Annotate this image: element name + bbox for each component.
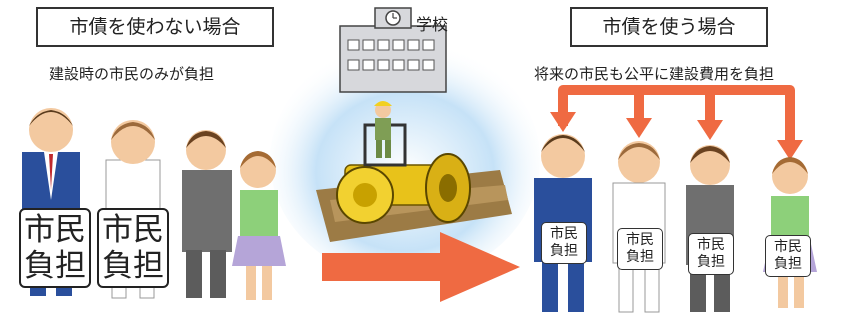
arrow-head-2 xyxy=(626,118,652,138)
person-girl-right xyxy=(763,157,817,308)
sign-bottom-text: 負担 xyxy=(774,256,802,272)
left-caption: 建設時の市民のみが負担 xyxy=(49,65,215,83)
distribution-arrows xyxy=(558,85,795,150)
sign-bottom-text: 負担 xyxy=(697,254,725,270)
left-title-box: 市債を使わない場合 xyxy=(36,7,274,47)
sign-top-text: 市民 xyxy=(550,226,578,242)
right-caption: 将来の市民も公平に建設費用を負担 xyxy=(534,65,775,83)
right-sign-1: 市民 負担 xyxy=(541,222,587,264)
left-sign-1: 市民 負担 xyxy=(19,208,91,288)
school-building-icon xyxy=(339,7,447,93)
right-sign-3: 市民 負担 xyxy=(688,233,734,275)
sign-top-text: 市民 xyxy=(774,239,802,255)
left-title: 市債を使わない場合 xyxy=(69,16,241,38)
person-girl xyxy=(232,151,286,300)
person-boy-uniform xyxy=(182,130,232,298)
sign-top-text: 市民 xyxy=(102,212,164,248)
road-roller-icon xyxy=(336,101,471,224)
sign-bottom-text: 負担 xyxy=(626,249,654,265)
right-sign-4: 市民 負担 xyxy=(765,235,811,277)
right-title-box: 市債を使う場合 xyxy=(570,7,768,47)
arrow-head-3 xyxy=(697,120,723,140)
arrow-head-4 xyxy=(777,140,803,160)
right-title: 市債を使う場合 xyxy=(602,16,736,38)
sign-bottom-text: 負担 xyxy=(550,243,578,259)
sign-top-text: 市民 xyxy=(697,237,725,253)
school-label: 学校 xyxy=(416,15,449,34)
arrow-head-1 xyxy=(550,112,576,132)
sign-top-text: 市民 xyxy=(626,232,654,248)
sign-bottom-text: 負担 xyxy=(102,248,164,284)
person-woman-nurse-right xyxy=(612,141,666,313)
person-boy-uniform-right xyxy=(686,145,734,312)
sign-top-text: 市民 xyxy=(24,212,86,248)
main-arrow xyxy=(322,232,520,302)
right-sign-2: 市民 負担 xyxy=(617,228,663,270)
left-sign-2: 市民 負担 xyxy=(97,208,169,288)
sign-bottom-text: 負担 xyxy=(24,248,86,284)
